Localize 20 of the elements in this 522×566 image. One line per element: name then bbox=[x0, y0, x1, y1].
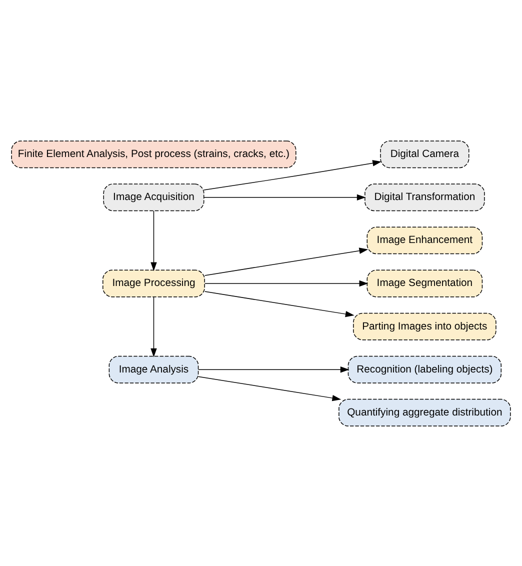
node-box: Recognition (labeling objects) bbox=[348, 355, 502, 383]
arrow bbox=[204, 290, 354, 317]
node-box: Image Enhancement bbox=[366, 226, 483, 254]
arrow bbox=[150, 210, 157, 271]
node-box: Image Processing bbox=[102, 269, 205, 297]
node-box: Image Analysis bbox=[108, 355, 199, 383]
node-box: Image Segmentation bbox=[366, 269, 483, 297]
arrow bbox=[204, 194, 366, 200]
node-box: Finite Element Analysis, Post process (strains, cracks, etc.) bbox=[11, 140, 296, 168]
node-box: Digital Camera bbox=[380, 140, 470, 168]
arrow bbox=[204, 280, 368, 286]
arrow bbox=[198, 376, 342, 401]
arrow bbox=[204, 160, 382, 190]
node-box: Quantifying aggregate distribution bbox=[338, 398, 511, 426]
node-box: Digital Transformation bbox=[364, 183, 485, 211]
node-box: Image Acquisition bbox=[103, 183, 204, 211]
arrow bbox=[204, 247, 368, 276]
arrow bbox=[198, 366, 350, 372]
node-box: Parting Images into objects bbox=[353, 312, 496, 340]
arrow bbox=[150, 296, 157, 357]
